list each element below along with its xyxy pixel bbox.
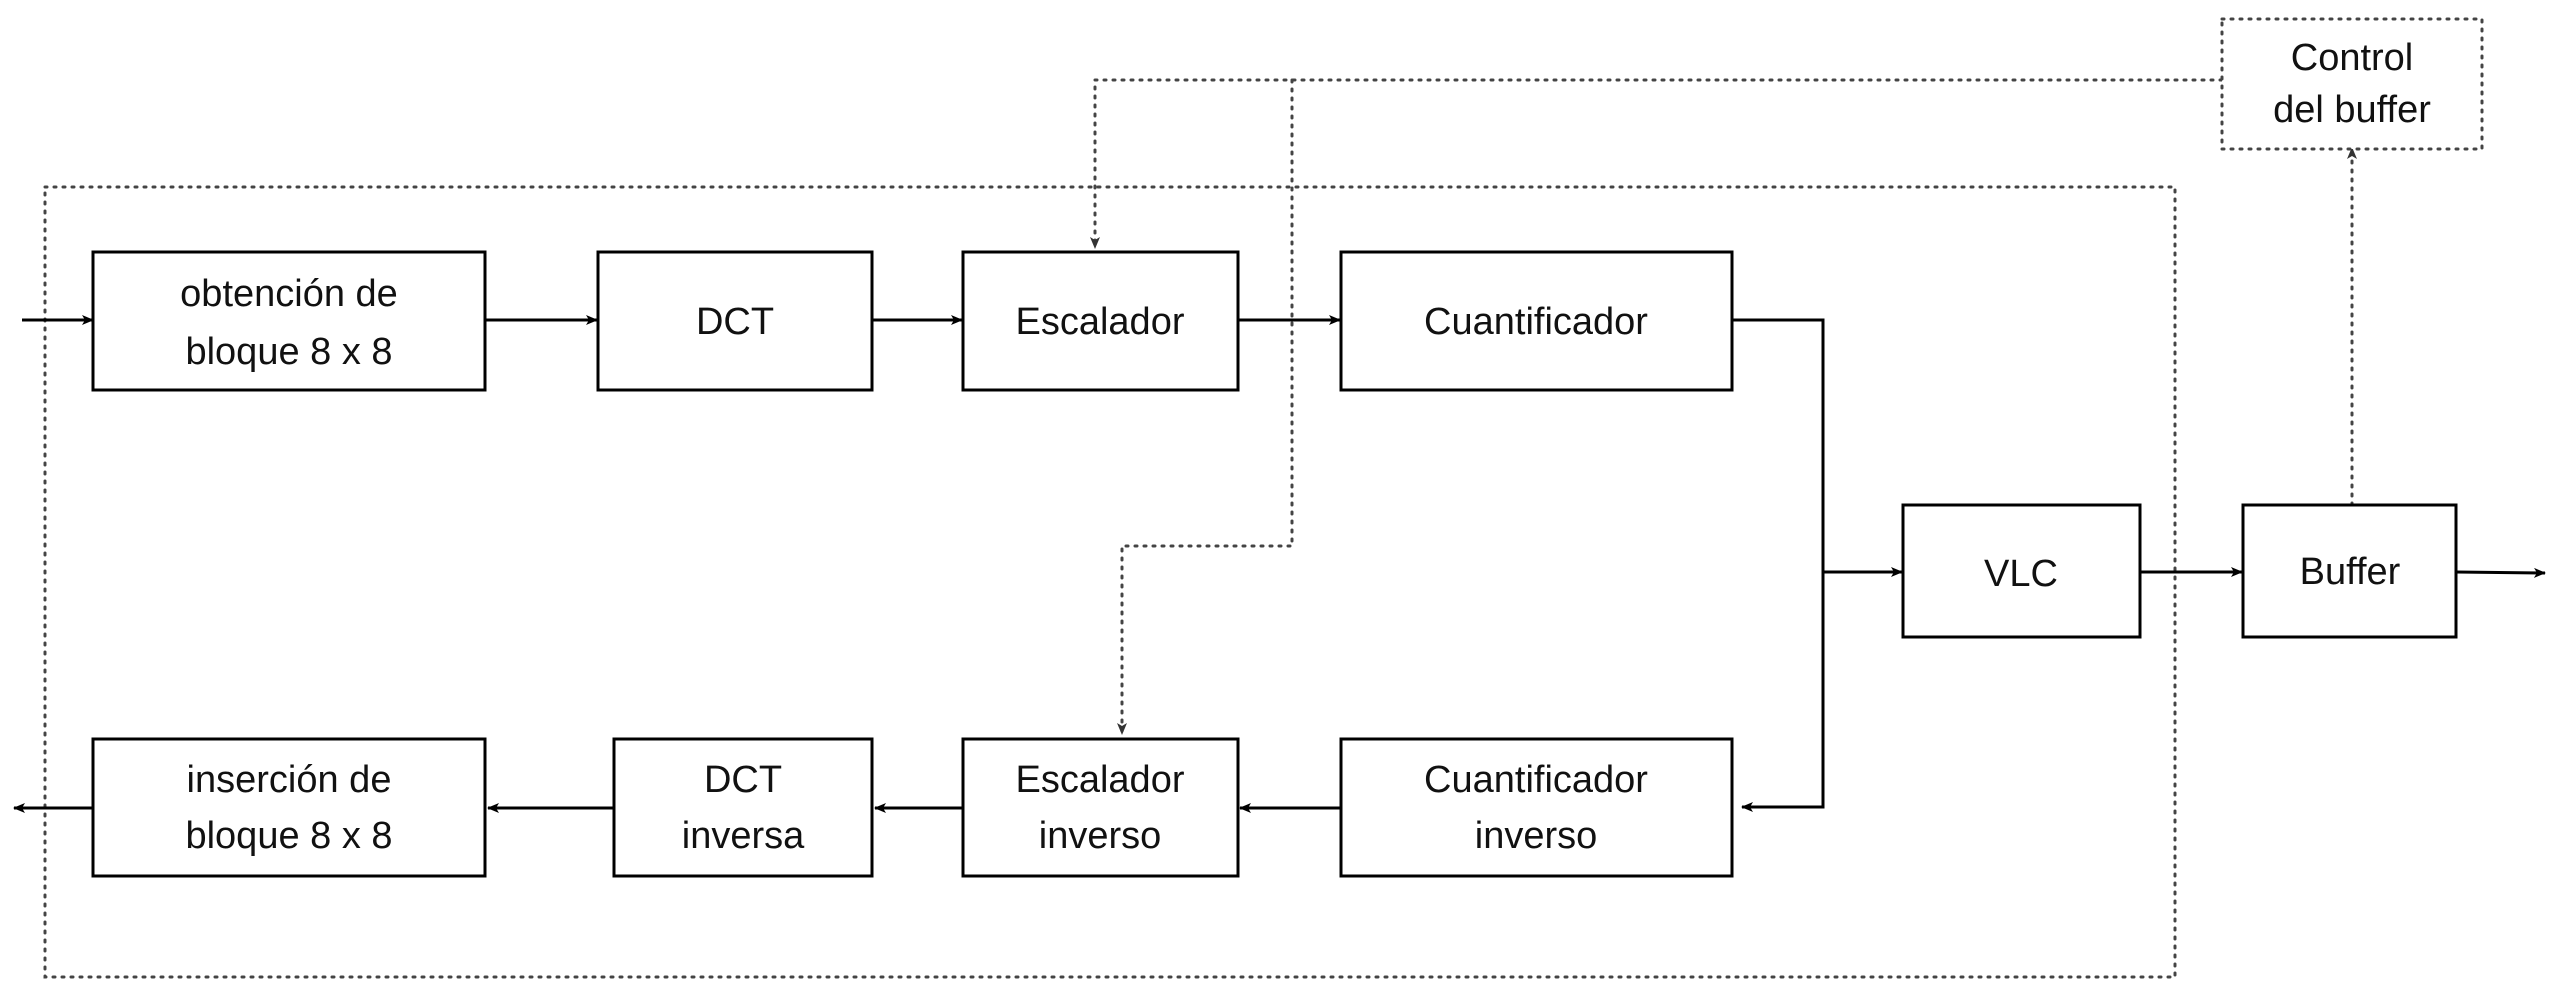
cuantificador-to-vlc-line: [1732, 318, 1825, 572]
control-to-escalador-dotted-arrow: [1090, 78, 2224, 250]
dct-label: DCT: [696, 301, 774, 343]
cuantificador-block: Cuantificador: [1339, 250, 1734, 392]
control-buffer-block: Control del buffer: [2220, 17, 2484, 151]
insercion-label-line1: inserción de: [187, 759, 392, 801]
vlc-label: VLC: [1984, 553, 2058, 595]
escalador-inverso-label-line2: inverso: [1039, 815, 1162, 857]
cuantificador-inverso-block: Cuantificador inverso: [1339, 737, 1734, 878]
obtencion-block: obtención de bloque 8 x 8: [91, 250, 487, 392]
insercion-label-line2: bloque 8 x 8: [185, 815, 392, 857]
escalador-block: Escalador: [961, 250, 1240, 392]
control-buffer-label-line1: Control: [2291, 37, 2414, 79]
dct-inversa-block: DCT inversa: [612, 737, 874, 878]
escalador-label: Escalador: [1016, 301, 1185, 343]
escalador-inverso-label-line1: Escalador: [1016, 759, 1185, 801]
obtencion-label-line2: bloque 8 x 8: [185, 331, 392, 373]
control-to-escalador-inverso-dotted-arrow: [1117, 78, 1294, 736]
cuantificador-label: Cuantificador: [1424, 301, 1648, 343]
insercion-block: inserción de bloque 8 x 8: [91, 737, 487, 878]
encoder-loop-frame: [43, 185, 2177, 979]
buffer-block: Buffer: [2241, 503, 2458, 639]
dct-inversa-label-line1: DCT: [704, 759, 782, 801]
escalador-inverso-block: Escalador inverso: [961, 737, 1240, 878]
feedback-to-cuantificador-inverso-arrow: [1741, 572, 1825, 812]
buffer-label: Buffer: [2300, 551, 2401, 593]
cuantificador-inverso-label-line2: inverso: [1475, 815, 1598, 857]
output-arrow: [2455, 567, 2546, 578]
dct-inversa-label-line2: inversa: [682, 815, 805, 857]
obtencion-label-line1: obtención de: [180, 273, 398, 315]
dct-block: DCT: [596, 250, 874, 392]
cuantificador-inverso-label-line1: Cuantificador: [1424, 759, 1648, 801]
vlc-block: VLC: [1901, 503, 2142, 639]
control-buffer-label-line2: del buffer: [2273, 89, 2431, 131]
